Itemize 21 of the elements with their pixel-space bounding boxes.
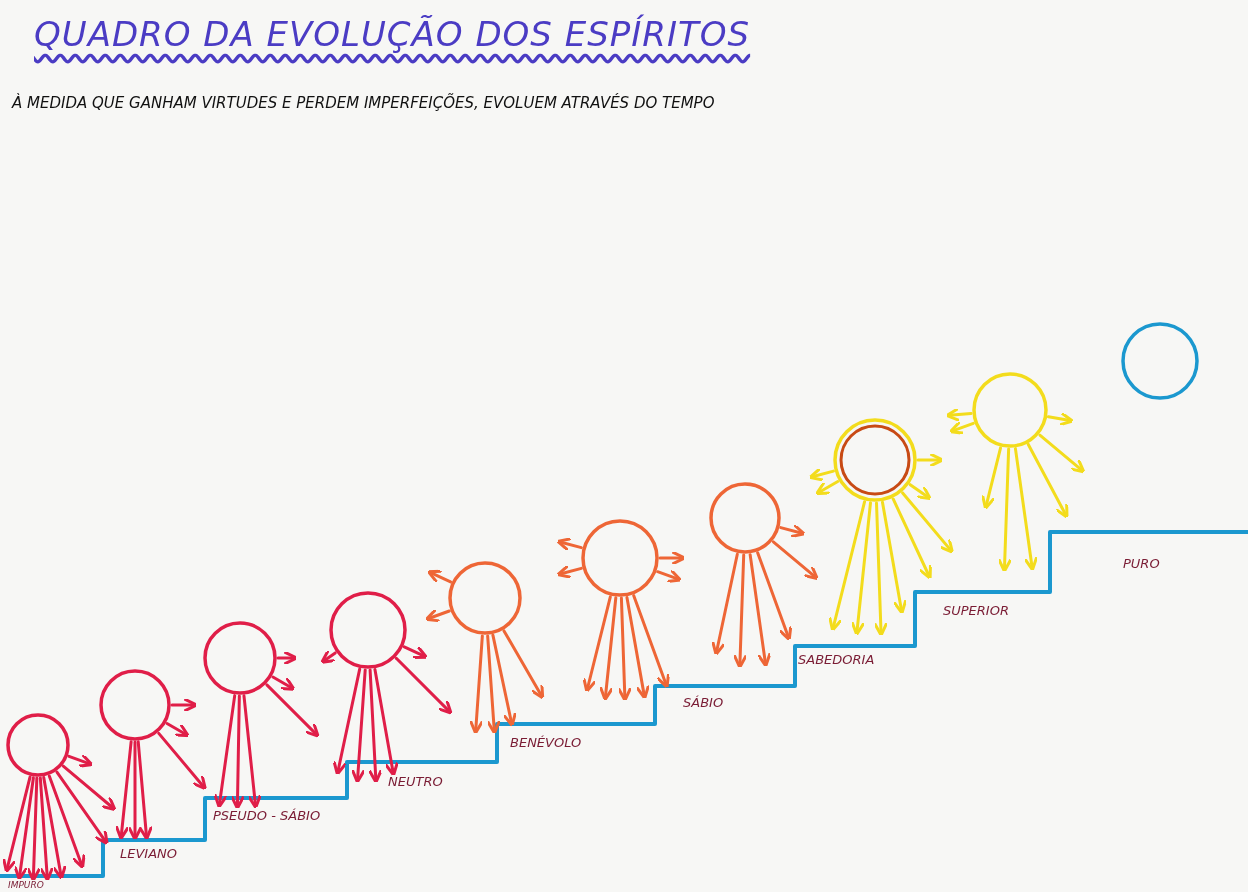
step-label: IMPURO: [8, 880, 44, 890]
step-label: NEUTRO: [388, 774, 443, 789]
spirit-circle: [6, 713, 70, 777]
spirit-circle: [448, 561, 522, 635]
spirit-circle: [581, 519, 659, 597]
spirit-circle: [203, 621, 277, 695]
spirit-circle: [972, 372, 1048, 448]
step-label: PURO: [1123, 556, 1160, 571]
spirit-circle: [833, 418, 917, 502]
spirit-circle: [329, 591, 407, 669]
step-label: BENÉVOLO: [510, 735, 582, 750]
spirit-circle: [99, 669, 171, 741]
step-label: LEVIANO: [120, 846, 178, 861]
subtitle: À MEDIDA QUE GANHAM VIRTUDES E PERDEM IMPERFEIÇÕES, EVOLUEM ATRAVÉS DO TEMPO: [12, 94, 715, 112]
title: QUADRO DA EVOLUÇÃO DOS ESPÍRITOS: [34, 14, 751, 54]
spirit-circle: [1121, 322, 1199, 400]
step-label: SUPERIOR: [943, 603, 1009, 618]
spirit-circle: [709, 482, 781, 554]
step-label: PSEUDO - SÁBIO: [213, 808, 321, 823]
step-label: SABEDORIA: [798, 652, 875, 667]
step-label: SÁBIO: [683, 695, 724, 710]
